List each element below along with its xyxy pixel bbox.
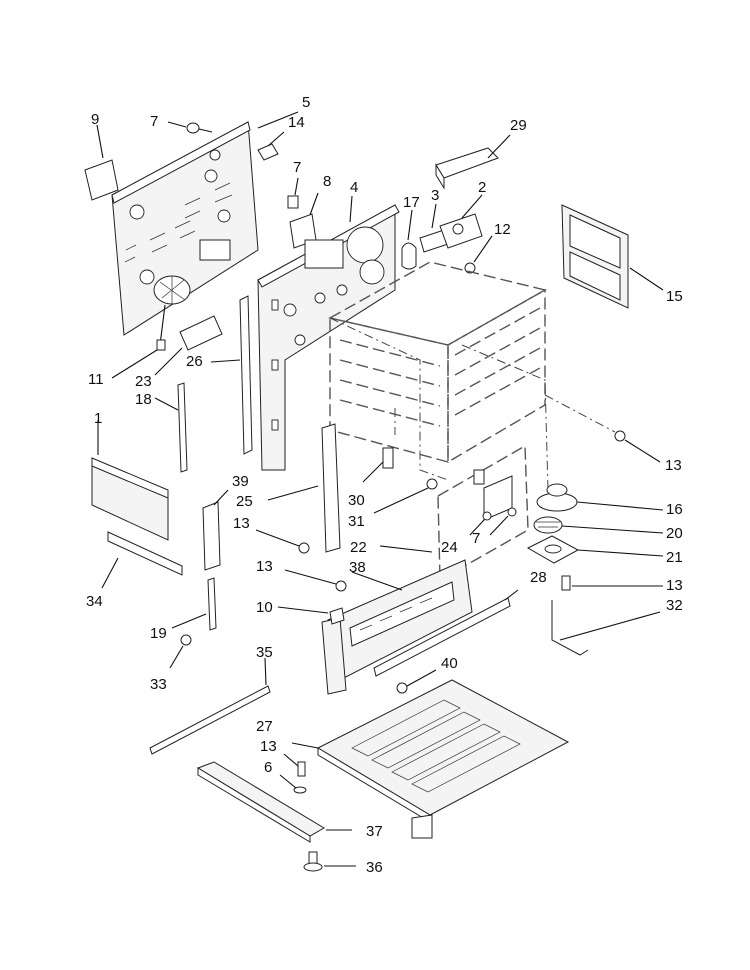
- part-25-trim: [267, 423, 341, 553]
- callout-23: 23: [135, 373, 152, 390]
- part-34-strip: [101, 531, 183, 589]
- part-15-panel: [561, 204, 664, 309]
- part-8-bracket: [287, 177, 319, 249]
- oven-cavity: [328, 261, 616, 491]
- callout-11: 11: [88, 371, 104, 388]
- callout-7b: 7: [293, 159, 301, 176]
- part-40-screw: [396, 669, 437, 694]
- part-37-rail: [196, 761, 352, 843]
- part-7-screw-lower: [489, 507, 517, 536]
- callout-20: 20: [666, 525, 683, 542]
- part-38-front-frame: [321, 559, 473, 695]
- callout-9: 9: [91, 111, 99, 128]
- part-33-screw: [169, 634, 192, 669]
- part-24-screw: [469, 511, 492, 536]
- part-13-screw-bottom: [283, 753, 306, 777]
- part-9-plate: [84, 124, 119, 201]
- callout-26: 26: [186, 353, 203, 370]
- part-13-screw-frame: [284, 569, 347, 592]
- callout-14: 14: [288, 114, 305, 131]
- part-30-bracket: [362, 447, 394, 483]
- part-13-screw-right: [614, 430, 661, 463]
- callout-13c: 13: [666, 577, 683, 594]
- callout-13d: 13: [256, 558, 273, 575]
- callout-3: 3: [431, 187, 439, 204]
- callout-4: 4: [350, 179, 358, 196]
- callout-12: 12: [494, 221, 511, 238]
- part-1-panel: [91, 420, 169, 541]
- callout-28: 28: [530, 569, 547, 586]
- part-29-cover: [435, 134, 511, 190]
- callout-10: 10: [256, 599, 273, 616]
- part-35-rod: [149, 657, 271, 755]
- part-20-spreader: [533, 516, 664, 534]
- part-6-washer: [279, 774, 307, 794]
- callout-34: 34: [86, 593, 103, 610]
- callout-33: 33: [150, 676, 167, 693]
- callout-8: 8: [323, 173, 331, 190]
- callout-19: 19: [150, 625, 167, 642]
- callout-22: 22: [350, 539, 367, 556]
- part-16-burner: [536, 483, 664, 512]
- part-22-cover: [379, 444, 529, 582]
- part-10-clip: [277, 606, 345, 625]
- part-2-switch: [439, 194, 483, 249]
- callout-15: 15: [666, 288, 683, 305]
- part-28-strip: [373, 589, 519, 677]
- part-13-screw-left: [255, 529, 310, 554]
- callout-13e: 13: [260, 738, 277, 755]
- callout-7c: 7: [472, 530, 480, 547]
- callout-labels: 9 7 5 14 7 8 4 17 3 2 29 12 15 11 23 26 …: [86, 94, 683, 876]
- part-39-hinge: [202, 489, 229, 571]
- callout-29: 29: [510, 117, 527, 134]
- callout-39: 39: [232, 473, 249, 490]
- callout-1: 1: [94, 410, 102, 427]
- callout-2: 2: [478, 179, 486, 196]
- part-18-strip: [154, 382, 188, 473]
- callout-40: 40: [441, 655, 458, 672]
- callout-37: 37: [366, 823, 383, 840]
- part-13-screw-burner: [561, 575, 663, 591]
- callout-18: 18: [135, 391, 152, 408]
- callout-35: 35: [256, 644, 273, 661]
- callout-7: 7: [150, 113, 158, 130]
- part-7-screw: [167, 121, 213, 134]
- callout-21: 21: [666, 549, 683, 566]
- part-4-side-panel: [257, 195, 400, 471]
- part-11-fan: [111, 275, 191, 379]
- callout-24: 24: [441, 539, 458, 556]
- part-27-bottom-panel: [291, 679, 570, 839]
- callout-31: 31: [348, 513, 365, 530]
- part-36-leveler: [303, 851, 356, 872]
- part-32-bracket: [551, 600, 661, 656]
- part-5-rear-panel: [111, 111, 299, 336]
- callout-17: 17: [403, 194, 420, 211]
- callout-25: 25: [236, 493, 253, 510]
- part-12-screw: [464, 235, 493, 274]
- part-19-bracket: [171, 577, 217, 631]
- callout-6: 6: [264, 759, 272, 776]
- callout-32: 32: [666, 597, 683, 614]
- callout-13a: 13: [233, 515, 250, 532]
- callout-16: 16: [666, 501, 683, 518]
- part-17-tube: [401, 209, 417, 270]
- callout-13b: 13: [665, 457, 682, 474]
- callout-30: 30: [348, 492, 365, 509]
- part-14-bracket: [257, 131, 285, 161]
- callout-38: 38: [349, 559, 366, 576]
- part-21-plate: [526, 535, 664, 564]
- callout-5: 5: [302, 94, 310, 111]
- part-26-strip: [210, 295, 253, 455]
- part-23-bracket: [154, 315, 223, 376]
- part-31-screw: [373, 478, 438, 514]
- callout-27: 27: [256, 718, 273, 735]
- callout-36: 36: [366, 859, 383, 876]
